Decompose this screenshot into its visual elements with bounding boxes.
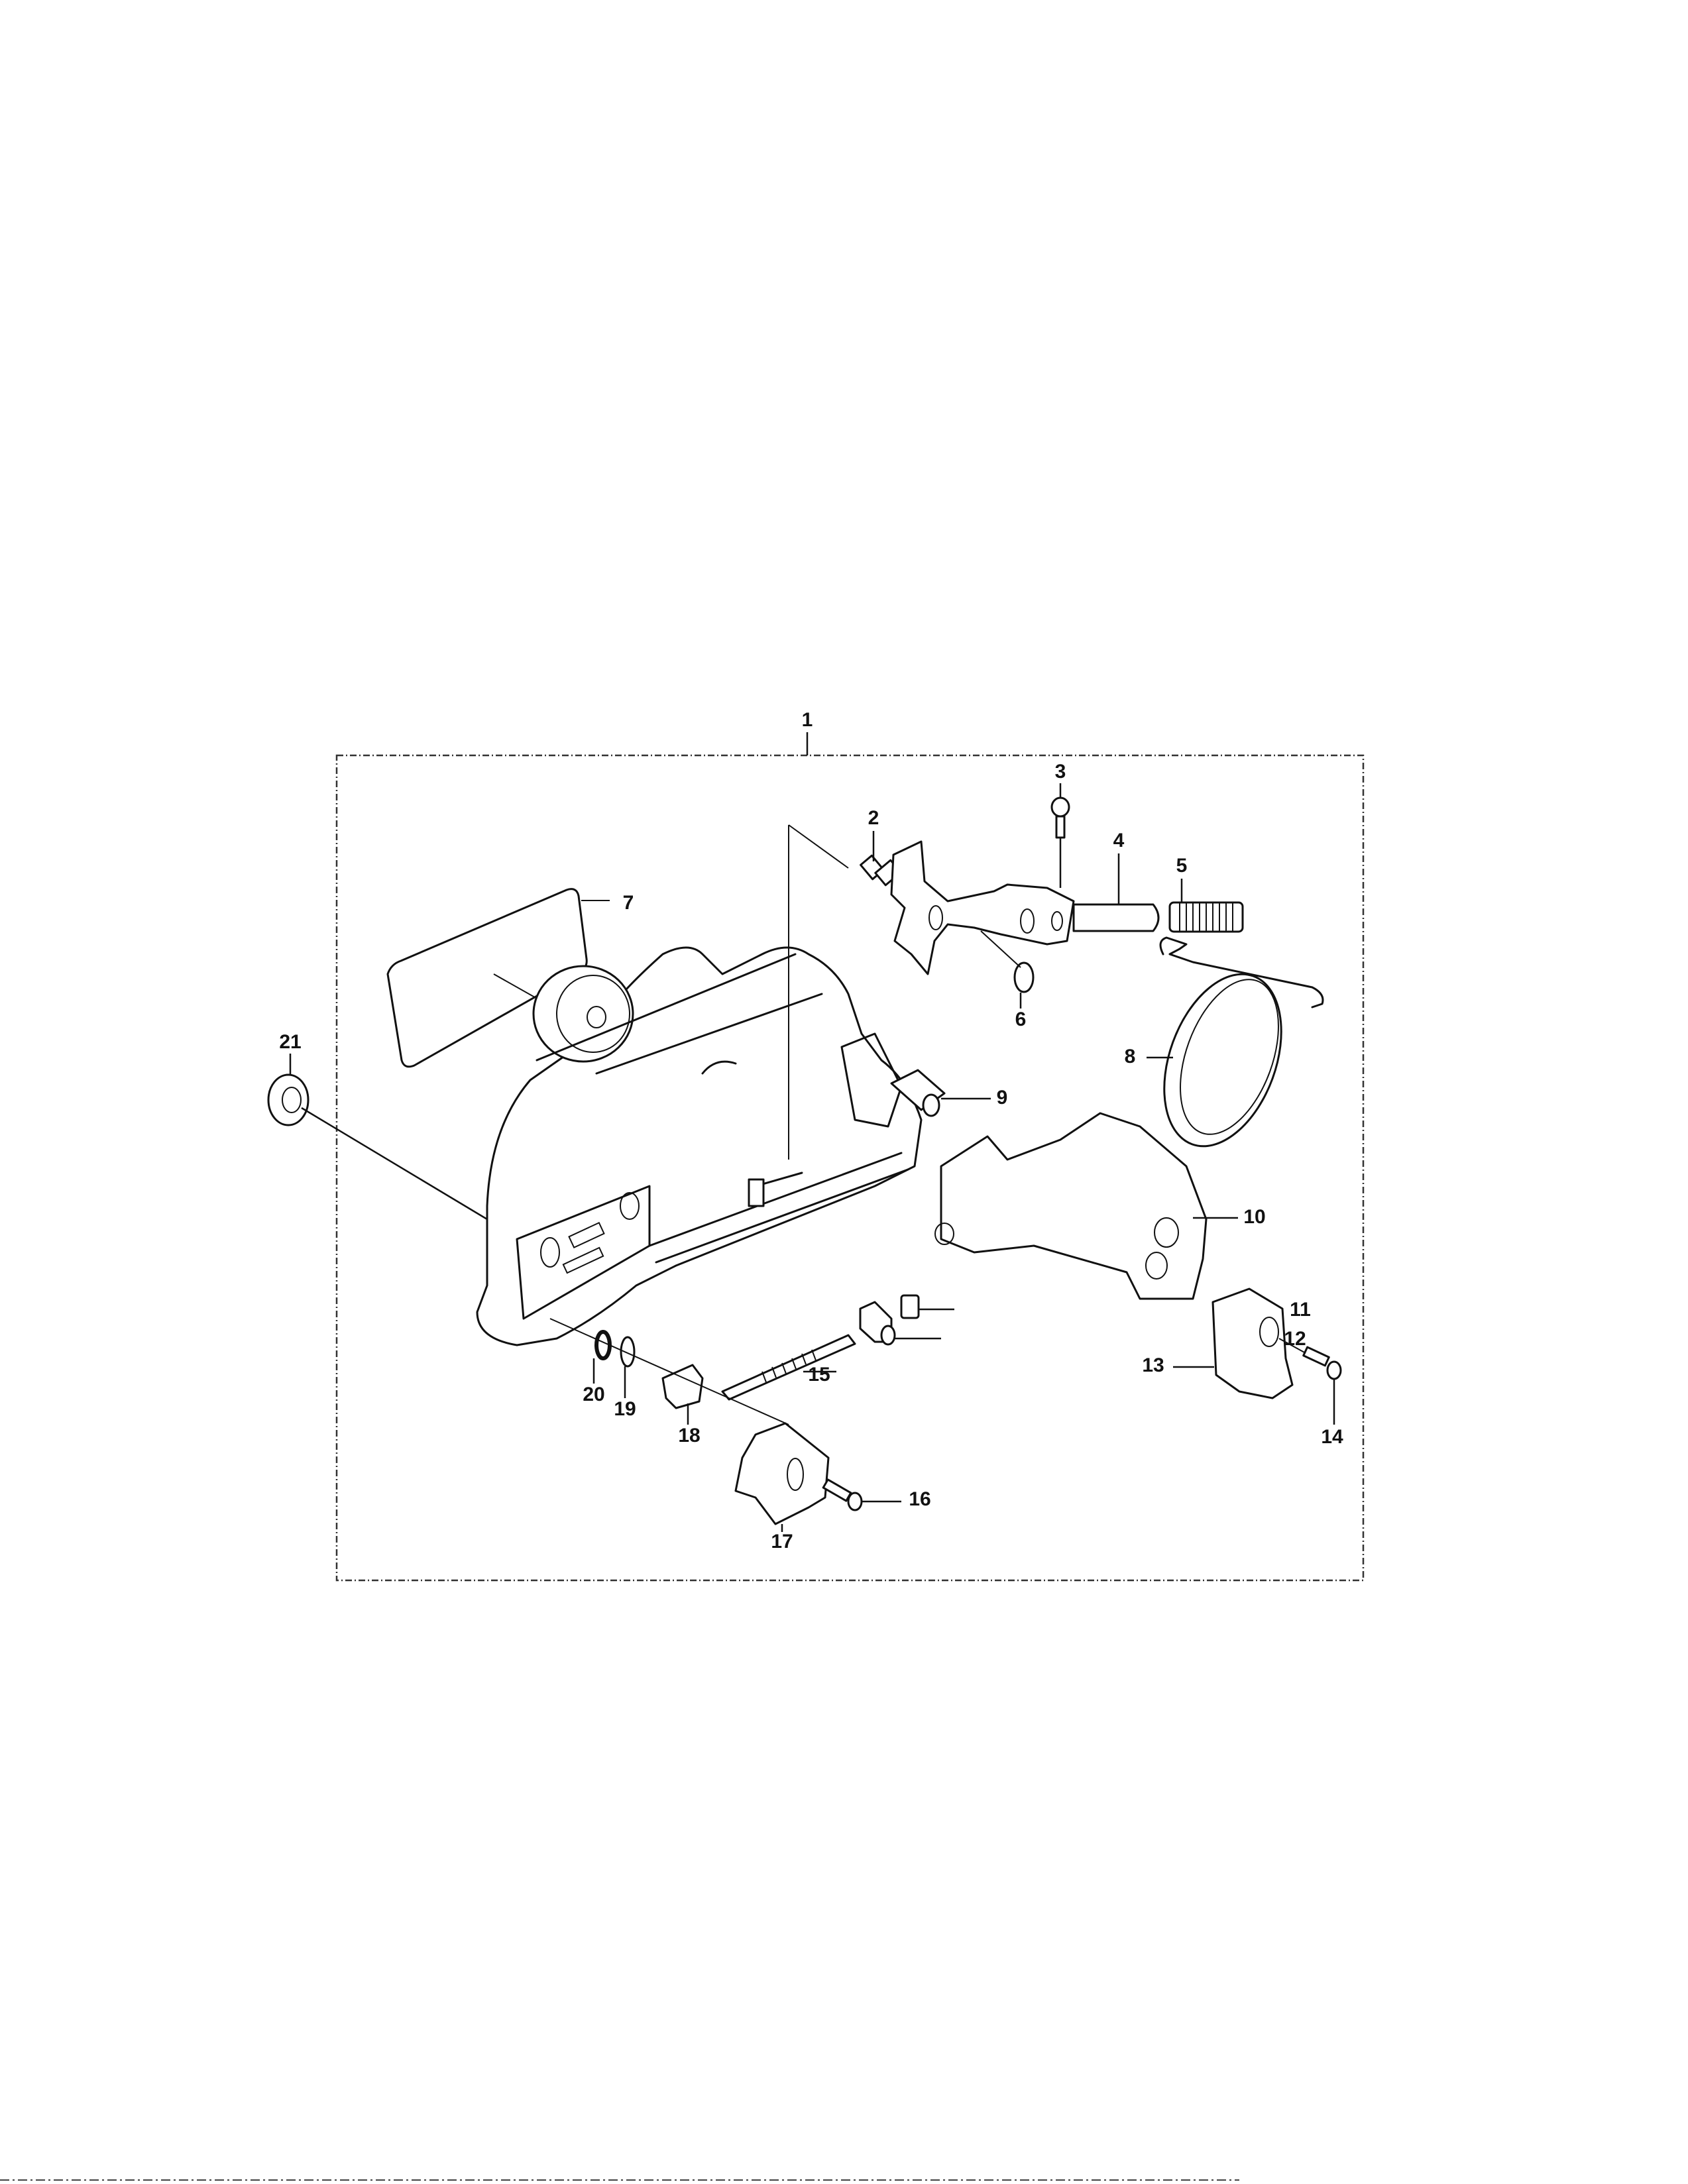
part-21-nut[interactable] bbox=[267, 1054, 488, 1221]
part-15-tensioner-screw[interactable] bbox=[721, 1334, 856, 1401]
callout-18: 18 bbox=[678, 1425, 700, 1447]
callout-10: 10 bbox=[1243, 1206, 1265, 1228]
part-12-tensioner-nut[interactable] bbox=[859, 1301, 941, 1346]
part-17-cover-block[interactable] bbox=[734, 1422, 830, 1532]
part-18-gear[interactable] bbox=[661, 1364, 704, 1425]
callout-16: 16 bbox=[909, 1488, 930, 1510]
callout-4: 4 bbox=[1113, 830, 1125, 851]
callout-14: 14 bbox=[1321, 1426, 1343, 1448]
callout-3: 3 bbox=[1055, 761, 1066, 783]
callout-7: 7 bbox=[623, 892, 634, 914]
part-9-bushing[interactable] bbox=[890, 1069, 991, 1117]
callout-2: 2 bbox=[868, 807, 879, 829]
part-6-clip[interactable] bbox=[980, 930, 1035, 1009]
part-11-block[interactable] bbox=[900, 1294, 954, 1319]
callout-19: 19 bbox=[614, 1398, 636, 1420]
part-10-cover[interactable] bbox=[934, 1112, 1238, 1300]
part-5-spring[interactable] bbox=[1168, 879, 1244, 933]
callout-12: 12 bbox=[1284, 1328, 1306, 1350]
part-16-screw[interactable] bbox=[822, 1478, 901, 1511]
callout-11: 11 bbox=[1290, 1299, 1311, 1321]
part-3-screw[interactable] bbox=[1050, 783, 1070, 888]
callout-labels: 1 2 3 4 5 6 7 8 9 10 11 12 13 14 15 16 1… bbox=[279, 709, 1343, 1553]
callout-20: 20 bbox=[583, 1384, 604, 1405]
part-8-brake-band[interactable] bbox=[1143, 936, 1324, 1162]
callout-8: 8 bbox=[1125, 1046, 1136, 1067]
callout-9: 9 bbox=[997, 1087, 1008, 1109]
callout-13: 13 bbox=[1142, 1354, 1164, 1376]
callout-1: 1 bbox=[802, 709, 813, 731]
cover-body[interactable] bbox=[476, 824, 923, 1346]
part-14-screw[interactable] bbox=[1278, 1338, 1342, 1425]
callout-6: 6 bbox=[1015, 1009, 1027, 1030]
callout-21: 21 bbox=[279, 1031, 301, 1053]
assembly-frame bbox=[335, 754, 1365, 1582]
callout-15: 15 bbox=[808, 1364, 830, 1386]
part-13-chain-catcher[interactable] bbox=[1173, 1287, 1294, 1399]
callout-17: 17 bbox=[771, 1531, 793, 1553]
callout-5: 5 bbox=[1176, 855, 1188, 877]
part-19-washer[interactable] bbox=[620, 1336, 636, 1398]
axis-line-tensioner bbox=[549, 1318, 789, 1425]
part-4-brake-lever[interactable] bbox=[890, 840, 1160, 975]
